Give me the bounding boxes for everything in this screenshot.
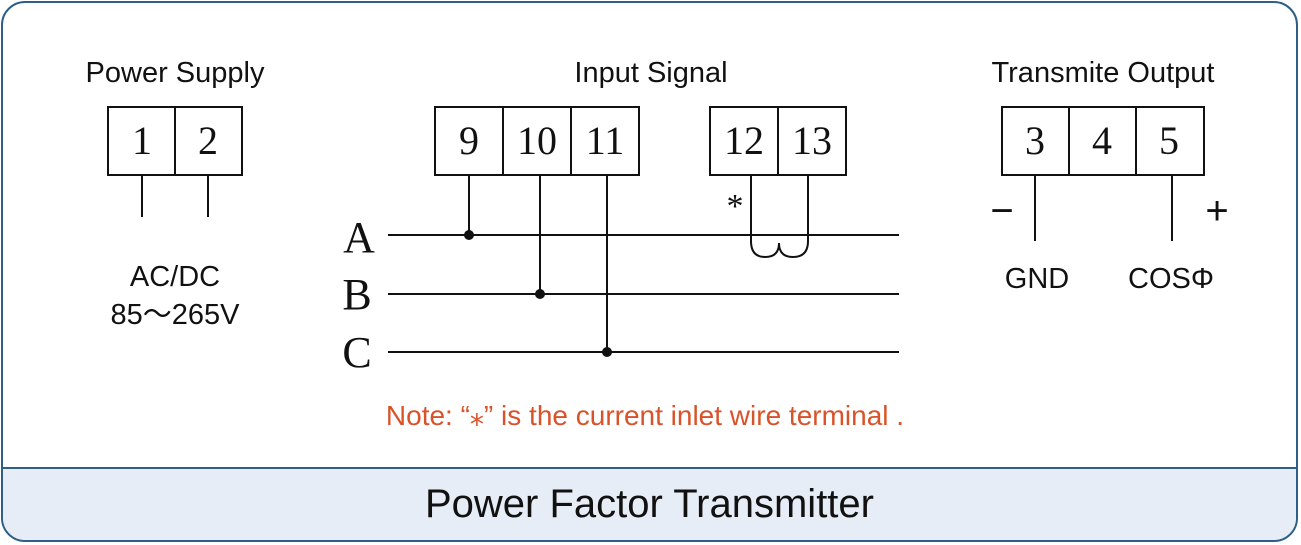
minus-sign: − (990, 189, 1013, 233)
acdc-label: AC/DC (130, 261, 220, 293)
terminal-1: 1 (132, 118, 152, 163)
terminal-5: 5 (1159, 118, 1179, 163)
note-text: Note: “⁎” is the current inlet wire term… (386, 400, 904, 431)
footer-title-text: Power Factor Transmitter (424, 482, 874, 526)
junction-dot (602, 347, 612, 357)
junction-dot (535, 289, 545, 299)
cos-label: COSΦ (1128, 263, 1214, 295)
terminal-10: 10 (517, 118, 557, 163)
output-terminal-block (1001, 106, 1205, 176)
transmite-output-title: Transmite Output (992, 57, 1215, 89)
terminal-4: 4 (1092, 118, 1112, 163)
terminal-12: 12 (724, 118, 764, 163)
current-inlet-star: * (727, 188, 744, 225)
power-supply-title: Power Supply (86, 57, 265, 89)
voltage-terminal-block (434, 106, 640, 176)
terminal-2: 2 (198, 118, 218, 163)
input-signal-title: Input Signal (574, 57, 727, 89)
wiring-diagram: Power Supply Input Signal Transmite Outp… (86, 57, 1229, 431)
terminal-11: 11 (586, 118, 625, 163)
current-loop (750, 175, 809, 259)
phase-label-a: A (343, 213, 375, 262)
footer-title: Power Factor Transmitter (3, 467, 1296, 540)
terminal-13: 13 (792, 118, 832, 163)
terminal-3: 3 (1025, 118, 1045, 163)
phase-label-b: B (342, 270, 371, 319)
voltage-range-label: 85～265V (111, 299, 241, 331)
gnd-label: GND (1005, 263, 1069, 295)
phase-label-c: C (342, 328, 371, 377)
terminal-9: 9 (459, 118, 479, 163)
plus-sign: + (1205, 189, 1228, 233)
junction-dot (464, 230, 474, 240)
